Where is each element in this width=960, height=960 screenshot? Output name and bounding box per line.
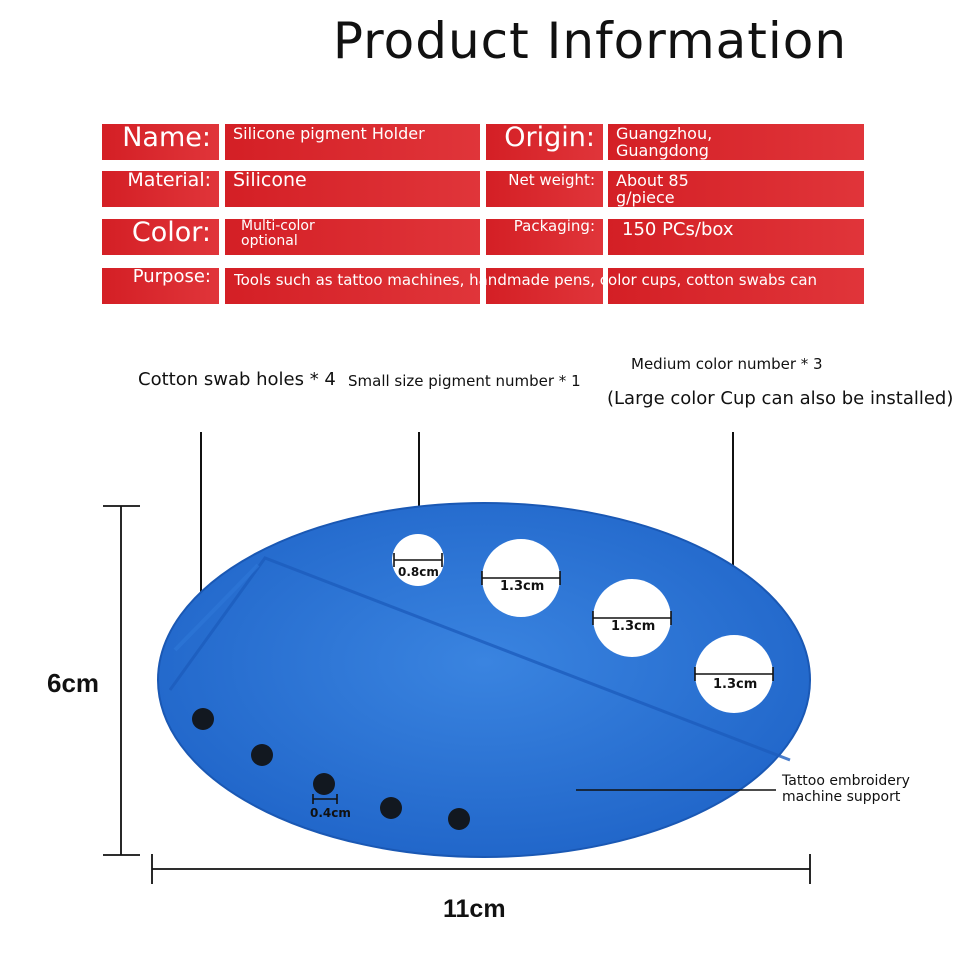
medium-hole-2-size-label: 1.3cm [611, 619, 656, 634]
medium-hole-3-size-label: 1.3cm [713, 677, 758, 692]
large-cup-annotation: (Large color Cup can also be installed) [607, 388, 954, 409]
cotton-holes-annotation: Cotton swab holes * 4 [138, 369, 336, 390]
net-weight-value: About 85 g/piece [608, 171, 864, 207]
purpose-value: Tools such as tattoo machines, handmade … [234, 271, 818, 289]
small-hole-size-label: 0.8cm [398, 565, 439, 579]
support-annotation-line-2: machine support [782, 789, 901, 805]
purpose-label: Purpose: [102, 268, 219, 304]
material-value: Silicone [225, 171, 480, 207]
purpose-value-bg-2 [486, 268, 603, 304]
color-label: Color: [102, 219, 219, 255]
purpose-value-bg-3 [608, 268, 864, 304]
net-weight-label: Net weight: [486, 171, 603, 207]
medium-hole-1-size-label: 1.3cm [500, 579, 545, 594]
name-label: Name: [102, 124, 219, 160]
support-annotation-line-1: Tattoo embroidery [782, 773, 910, 789]
page-title: Product Information [332, 12, 848, 70]
medium-color-leader-line [732, 432, 734, 640]
medium-color-annotation: Medium color number * 3 [631, 355, 823, 373]
name-value: Silicone pigment Holder [225, 124, 480, 160]
width-dimension-label: 11cm [443, 895, 506, 923]
cotton-leader-line [200, 432, 202, 700]
material-label: Material: [102, 171, 219, 207]
packaging-value: 150 PCs/box [608, 219, 864, 255]
height-dimension-label: 6cm [47, 668, 100, 698]
cotton-hole-size-label: 0.4cm [310, 806, 351, 820]
origin-label: Origin: [486, 124, 603, 160]
origin-value: Guangzhou, Guangdong [608, 124, 864, 160]
packaging-label: Packaging: [486, 219, 603, 255]
purpose-value-bg [225, 268, 480, 304]
color-value: Multi-color optional [225, 219, 480, 255]
small-pigment-annotation: Small size pigment number * 1 [348, 372, 581, 390]
small-pigment-leader-line [418, 432, 420, 526]
